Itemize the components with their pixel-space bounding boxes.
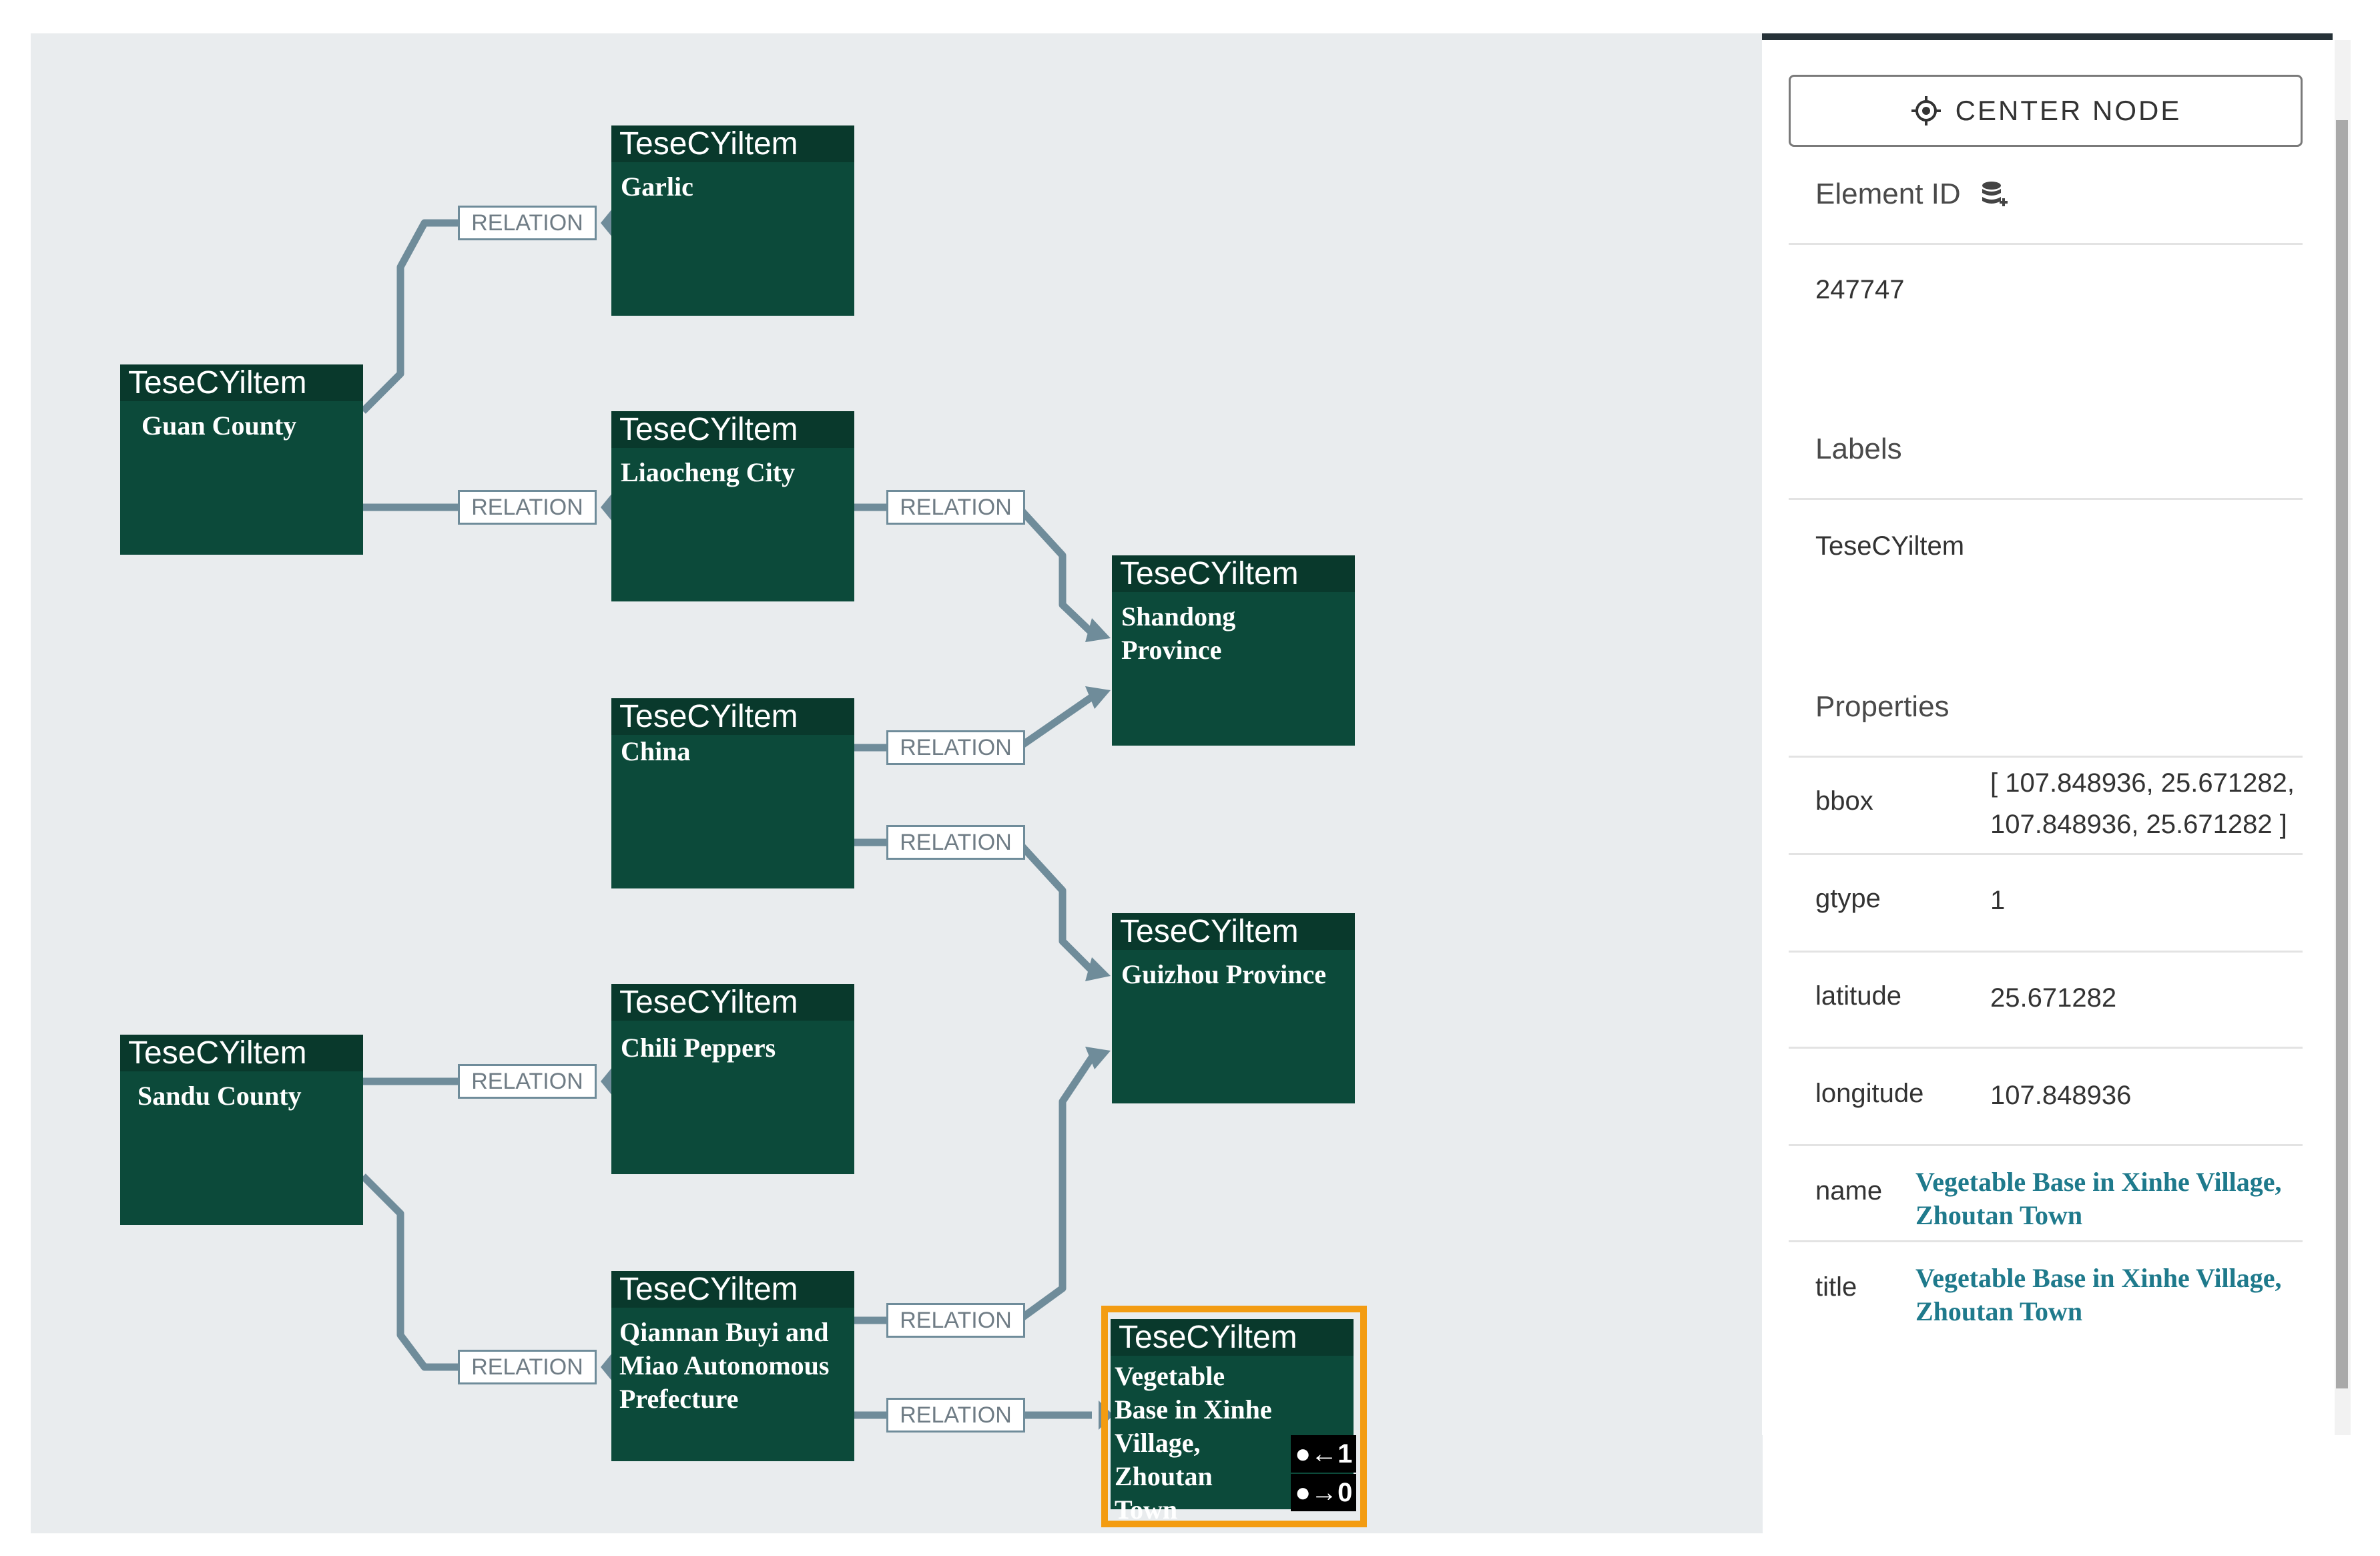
property-key-latitude: latitude (1815, 981, 1901, 1011)
incoming-count-badge[interactable]: ●←1 (1291, 1435, 1357, 1473)
node-type: TeseCYiltem (611, 125, 854, 162)
relation-label[interactable]: RELATION (886, 730, 1025, 765)
arrow-shandong-2 (1085, 686, 1111, 709)
node-name: Sandu County (137, 1081, 302, 1111)
outgoing-count-badge[interactable]: ●→0 (1291, 1474, 1357, 1511)
divider (1789, 1240, 2303, 1242)
divider (1789, 1047, 2303, 1049)
property-key-bbox: bbox (1815, 786, 1873, 816)
node-name: Liaocheng City (621, 457, 796, 487)
node-type: TeseCYiltem (611, 1271, 854, 1308)
element-id-label: Element ID (1815, 178, 1961, 210)
node-sandu-county[interactable]: TeseCYiltem Sandu County (120, 1035, 363, 1225)
node-guizhou-province[interactable]: TeseCYiltem Guizhou Province (1112, 913, 1355, 1103)
divider (1789, 853, 2303, 855)
element-id-value: 247747 (1815, 275, 1905, 304)
divider (1789, 498, 2303, 500)
copy-database-icon[interactable] (1980, 180, 2009, 212)
node-name: Garlic (621, 172, 693, 202)
node-type: TeseCYiltem (611, 984, 854, 1021)
properties-heading: Properties (1815, 690, 1950, 723)
panel-scrollbar-thumb[interactable] (2336, 120, 2348, 1388)
properties-panel (1762, 33, 2333, 1435)
selected-node-highlight (1101, 1306, 1367, 1527)
edge-sandu-qiannan (360, 1174, 458, 1371)
relation-label[interactable]: RELATION (458, 1350, 597, 1384)
property-value-title-link[interactable]: Vegetable Base in Xinhe Village, Zhoutan… (1915, 1263, 2282, 1326)
property-value-gtype: 1 (1990, 886, 2006, 915)
node-type: TeseCYiltem (1112, 555, 1355, 592)
center-node-label: CENTER NODE (1955, 95, 2182, 126)
incoming-arrow-icon: ●← (1295, 1439, 1338, 1469)
node-name: Chili Peppers (621, 1033, 776, 1063)
edge-china-guizhou (854, 838, 1095, 973)
property-key-name: name (1815, 1176, 1883, 1206)
arrow-guizhou-1 (1085, 957, 1111, 981)
node-guan-county[interactable]: TeseCYiltem Guan County (120, 364, 363, 555)
relation-label[interactable]: RELATION (886, 490, 1025, 525)
property-key-gtype: gtype (1815, 884, 1881, 913)
relation-label[interactable]: RELATION (458, 1064, 597, 1099)
divider (1789, 756, 2303, 758)
node-name: Guan County (141, 411, 297, 441)
property-key-longitude: longitude (1815, 1079, 1924, 1108)
divider (1789, 243, 2303, 245)
relation-label[interactable]: RELATION (886, 1303, 1025, 1338)
relation-label[interactable]: RELATION (886, 1398, 1025, 1433)
property-value-bbox: [ 107.848936, 25.671282, 107.848936, 25.… (1990, 768, 2295, 839)
relation-label[interactable]: RELATION (458, 490, 597, 525)
node-type: TeseCYiltem (120, 1035, 363, 1071)
labels-value: TeseCYiltem (1815, 531, 1965, 561)
divider (1789, 951, 2303, 953)
graph-canvas[interactable]: RELATION RELATION RELATION RELATION RELA… (31, 33, 1763, 1533)
node-type: TeseCYiltem (1111, 1319, 1354, 1356)
property-value-longitude: 107.848936 (1990, 1081, 2132, 1110)
element-id-heading: Element ID (1815, 178, 2009, 212)
node-garlic[interactable]: TeseCYiltem Garlic (611, 125, 854, 316)
crosshair-icon (1911, 96, 1941, 125)
node-name: Shandong Province (1121, 601, 1236, 665)
edge-guan-garlic (360, 219, 458, 414)
node-name: Vegetable Base in Xinhe Village, Zhoutan… (1115, 1361, 1272, 1525)
property-key-title: title (1815, 1272, 1857, 1302)
relation-label[interactable]: RELATION (458, 206, 597, 240)
arrow-qiannan (601, 1352, 613, 1382)
center-node-button[interactable]: CENTER NODE (1789, 75, 2303, 147)
node-type: TeseCYiltem (1112, 913, 1355, 950)
node-type: TeseCYiltem (611, 698, 854, 735)
node-china[interactable]: TeseCYiltem China (611, 698, 854, 888)
edge-qiannan-guizhou (854, 1055, 1095, 1324)
divider (1789, 1144, 2303, 1146)
arrow-garlic (601, 208, 613, 238)
node-chili-peppers[interactable]: TeseCYiltem Chili Peppers (611, 984, 854, 1174)
outgoing-arrow-icon: ●→ (1295, 1478, 1338, 1507)
node-shandong-province[interactable]: TeseCYiltem Shandong Province (1112, 555, 1355, 746)
arrow-shandong-1 (1085, 618, 1111, 642)
node-name: Guizhou Province (1121, 959, 1327, 989)
property-value-name-link[interactable]: Vegetable Base in Xinhe Village, Zhoutan… (1915, 1167, 2282, 1230)
edge-liaocheng-shandong (854, 503, 1095, 635)
node-type: TeseCYiltem (611, 411, 854, 448)
property-value-latitude: 25.671282 (1990, 983, 2117, 1013)
labels-heading: Labels (1815, 433, 1902, 465)
arrow-liaocheng (601, 493, 613, 522)
node-vegetable-base[interactable]: TeseCYiltem Vegetable Base in Xinhe Vill… (1111, 1319, 1357, 1525)
relation-label[interactable]: RELATION (886, 825, 1025, 860)
node-name: Qiannan Buyi and Miao Autonomous Prefect… (619, 1317, 830, 1414)
arrow-guizhou-2 (1085, 1047, 1111, 1069)
panel-top-bar (1762, 33, 2333, 40)
node-liaocheng-city[interactable]: TeseCYiltem Liaocheng City (611, 411, 854, 601)
node-type: TeseCYiltem (120, 364, 363, 401)
arrow-chili (601, 1067, 613, 1096)
node-qiannan-prefecture[interactable]: TeseCYiltem Qiannan Buyi and Miao Autono… (611, 1271, 854, 1461)
node-name: China (621, 736, 691, 766)
